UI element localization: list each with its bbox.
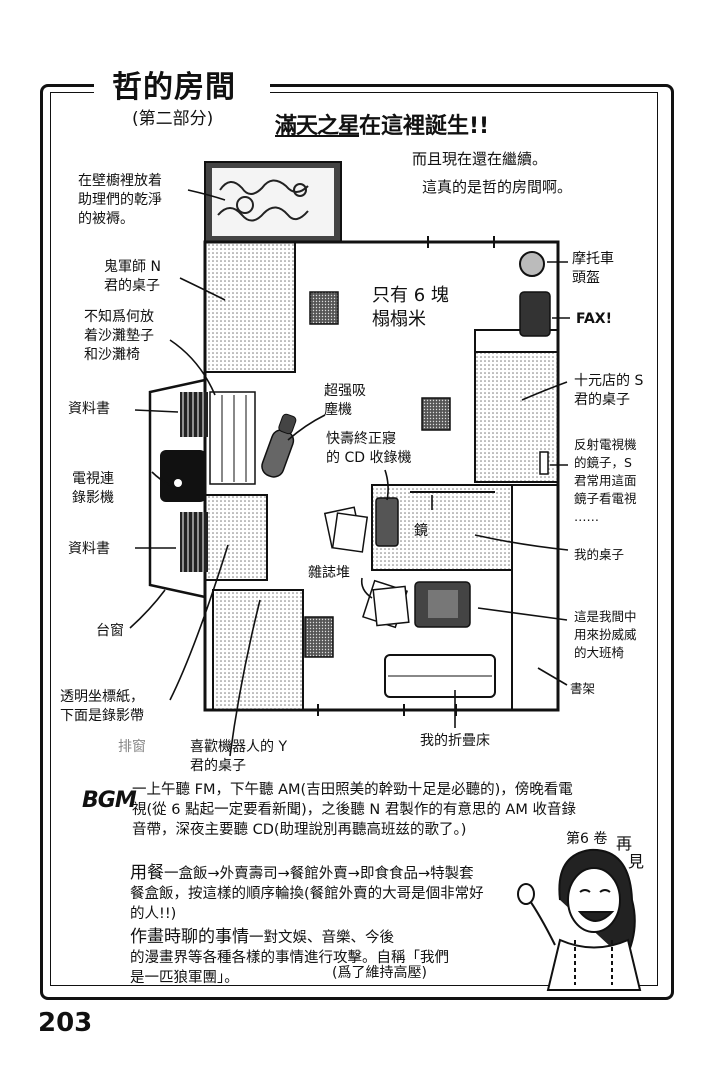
label-magazines: 雜誌堆 — [308, 565, 350, 581]
chat-text: 一對文娛、音樂、今後 的漫畫界等各種各樣的事情進行攻擊。自稱「我們 是一匹狼軍團… — [130, 930, 449, 986]
volume-label: 第6 卷 — [566, 831, 608, 847]
label-desk-n: 鬼軍師 N 君的桌子 — [104, 259, 161, 294]
desk-n — [204, 241, 296, 373]
closet — [204, 161, 342, 243]
note-pressure: (爲了維持高壓) — [332, 965, 427, 981]
door-ticks — [317, 236, 495, 716]
label-window: 台窗 — [96, 623, 124, 639]
books-2 — [180, 512, 208, 572]
label-chair: 這是我間中 用來扮威威 的大班椅 — [574, 609, 637, 660]
desk-left — [204, 494, 268, 581]
label-tv: 電視連 錄影機 — [72, 471, 114, 506]
goodbye-2: 見 — [628, 852, 645, 871]
bay-window — [148, 378, 206, 599]
headline-rest: 在這裡誕生!! — [359, 114, 490, 139]
magazines — [323, 506, 410, 629]
fax-machine — [519, 291, 551, 337]
page-frame-inner — [50, 92, 658, 986]
page-title: 哲的房間 — [112, 70, 236, 105]
goodbye-1: 再 — [616, 834, 633, 853]
bookshelf — [511, 484, 559, 711]
intro-line-1: 而且現在還在繼續。 — [412, 150, 548, 168]
label-books-2: 資料書 — [68, 541, 110, 557]
page-number: 203 — [38, 1008, 93, 1038]
vacuum — [261, 413, 297, 478]
tv — [160, 450, 206, 502]
label-futon: 我的折疊床 — [420, 733, 490, 749]
label-blind: 排窗 — [118, 739, 146, 755]
cd-player — [375, 497, 399, 547]
meal-label: 用餐 — [130, 863, 164, 883]
label-helmet: 摩托車 頭盔 — [572, 251, 614, 286]
beach-mat — [209, 391, 256, 485]
chat-label: 作畫時聊的事情 — [130, 927, 249, 947]
page-subtitle: (第二部分) — [132, 109, 214, 129]
label-my-desk: 我的桌子 — [574, 547, 625, 562]
label-sticker: 透明坐標紙， 下面是錄影帶 — [60, 689, 144, 724]
helmet — [519, 251, 545, 277]
label-books-1: 資料書 — [68, 401, 110, 417]
mirror-tv — [539, 451, 549, 475]
bgm-text: 一上午聽 FM，下午聽 AM(吉田照美的幹勁十足是必聽的)，傍晚看電 視(從 6… — [132, 782, 576, 838]
label-mirror-tv: 反射電視機 的鏡子，S 君常用這面 鏡子看電視 …… — [574, 437, 637, 524]
bgm-mark: BGM — [82, 788, 137, 813]
label-mirror: 鏡 — [414, 523, 428, 539]
headline: 滿天之星在這裡誕生!! — [275, 108, 489, 140]
character-doodle — [517, 848, 642, 991]
page-frame-outer — [40, 84, 674, 1000]
meal-text: 一盒飯→外賣壽司→餐館外賣→即食食品→特製套 餐盒飯，按這樣的順序輪換(餐館外賣… — [130, 866, 484, 922]
label-tatami: 只有 6 塊 榻榻米 — [372, 285, 449, 330]
leader-lines — [129, 189, 570, 757]
label-beach: 不知爲何放 着沙灘墊子 和沙灘椅 — [84, 309, 154, 363]
label-fax: FAX! — [576, 311, 612, 327]
label-bookshelf: 書架 — [570, 681, 596, 696]
books-1 — [180, 392, 208, 437]
intro-line-2: 這真的是哲的房間啊。 — [422, 178, 573, 196]
headline-bold: 滿天之星 — [275, 114, 360, 139]
label-cd: 快壽終正寢 的 CD 收錄機 — [326, 431, 412, 466]
label-desk-s: 十元店的 S 君的桌子 — [574, 373, 644, 408]
label-desk-y: 喜歡機器人的 Y 君的桌子 — [190, 739, 288, 774]
title-background — [94, 62, 270, 102]
label-vacuum: 超强吸 塵機 — [324, 383, 366, 418]
label-closet: 在壁櫥裡放着 助理們的乾淨 的被褥。 — [78, 173, 162, 227]
